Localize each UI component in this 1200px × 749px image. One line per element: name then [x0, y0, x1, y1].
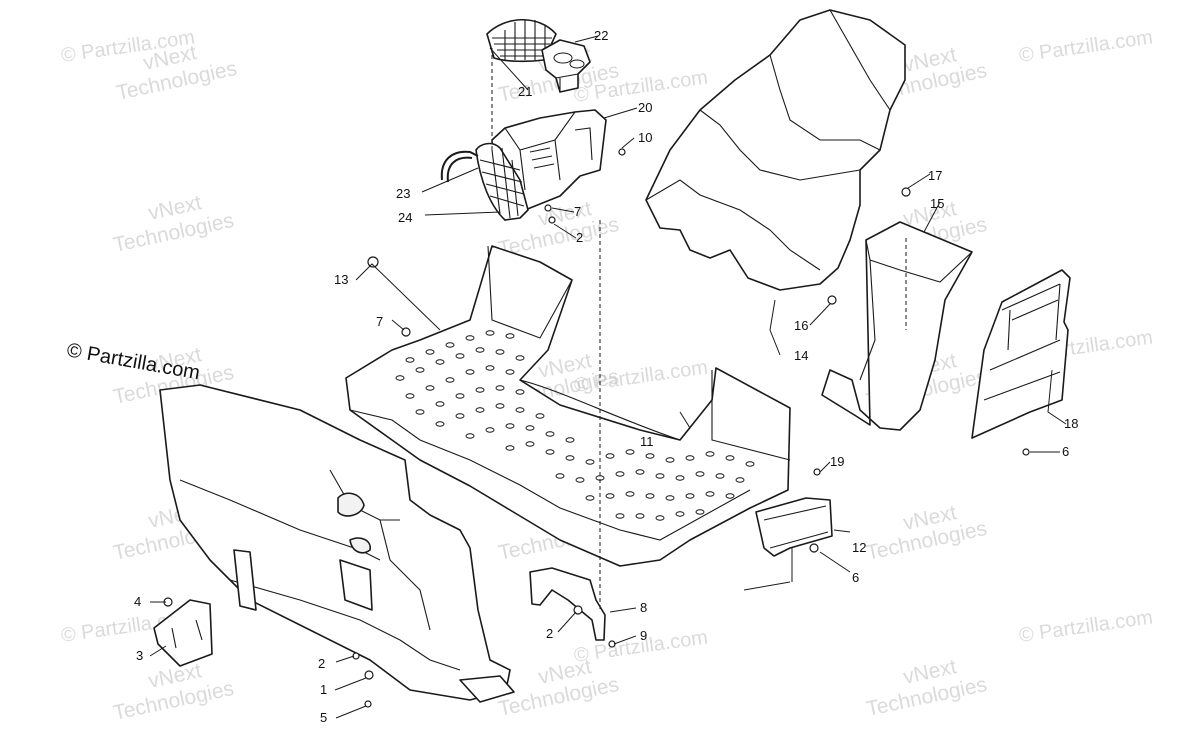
callout-14: 14: [794, 348, 808, 363]
callout-6-mid: 6: [852, 570, 859, 585]
fastener-16: [827, 295, 837, 305]
callout-2-mid: 2: [546, 626, 553, 641]
part-11-floorboard: [345, 245, 791, 567]
leader-lines: [149, 35, 1067, 719]
part-23-grab-handle: [440, 150, 479, 183]
fastener-13: [367, 256, 379, 268]
callout-20: 20: [638, 100, 652, 115]
callout-6-right: 6: [1062, 444, 1069, 459]
callout-7-top: 7: [574, 204, 581, 219]
fastener-10: [618, 148, 626, 156]
callout-17: 17: [928, 168, 942, 183]
callout-16: 16: [794, 318, 808, 333]
callout-21: 21: [518, 84, 532, 99]
callout-24: 24: [398, 210, 412, 225]
fastener-2-top: [548, 216, 556, 224]
callout-5: 5: [320, 710, 327, 725]
callout-9: 9: [640, 628, 647, 643]
front-bulkhead: [159, 384, 515, 703]
fastener-1: [364, 670, 374, 680]
part-14-cowl: [645, 9, 906, 291]
callout-19: 19: [830, 454, 844, 469]
callout-7: 7: [376, 314, 383, 329]
callout-11: 11: [640, 434, 654, 449]
fastener-19: [813, 468, 821, 476]
part-15-side-panel: [821, 221, 973, 431]
callout-18: 18: [1064, 416, 1078, 431]
callout-15: 15: [930, 196, 944, 211]
fastener-6-mid: [809, 543, 819, 553]
callout-3: 3: [136, 648, 143, 663]
callout-8: 8: [640, 600, 647, 615]
fastener-5: [364, 700, 372, 708]
part-3-plate: [153, 599, 213, 667]
part-8-bracket: [529, 567, 606, 641]
part-18-side-door-panel: [971, 269, 1071, 439]
callout-1: 1: [320, 682, 327, 697]
part-21-grille-cover: [486, 18, 557, 63]
callout-23: 23: [396, 186, 410, 201]
callout-2-top: 2: [576, 230, 583, 245]
callout-2-left: 2: [318, 656, 325, 671]
fastener-7-top: [544, 204, 552, 212]
floor-grip-holes: [395, 330, 755, 521]
part-12-bracket: [755, 497, 833, 557]
callout-22: 22: [594, 28, 608, 43]
part-22-cup-holder: [541, 39, 591, 93]
watermark-partzilla: © Partzilla.com: [573, 356, 710, 397]
watermark-partzilla: © Partzilla.com: [1018, 606, 1155, 647]
fastener-6-right: [1022, 448, 1030, 456]
watermark-partzilla: © Partzilla.com: [1018, 26, 1155, 67]
callout-12: 12: [852, 540, 866, 555]
part-24-front-grille: [475, 142, 529, 221]
fasteners: [163, 148, 1030, 708]
callouts: 22 21 20 10 23 24 7 2 13 7 17 15 16 14 1…: [134, 28, 1078, 725]
callout-10: 10: [638, 130, 652, 145]
callout-4: 4: [134, 594, 141, 609]
fastener-17: [901, 187, 911, 197]
callout-13: 13: [334, 272, 348, 287]
